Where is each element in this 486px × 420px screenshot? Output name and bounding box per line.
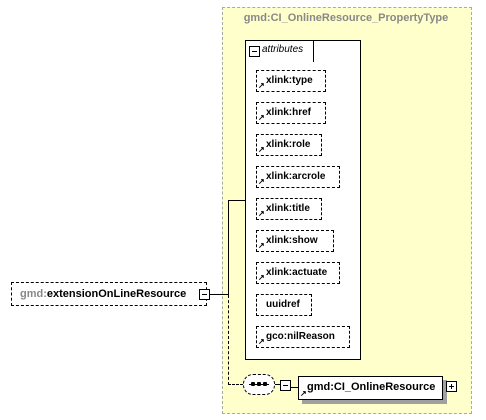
attribute-label: uuidref: [266, 299, 300, 310]
collapse-attributes-icon[interactable]: [249, 46, 260, 57]
attribute-xlink-role[interactable]: xlink:role ↗: [256, 134, 322, 156]
connector-attributes-in: [228, 200, 245, 201]
attribute-label: gco:nilReason: [266, 331, 335, 342]
attribute-label: xlink:actuate: [266, 267, 328, 278]
element-name: extensionOnLineResource: [46, 288, 187, 300]
attribute-xlink-type[interactable]: xlink:type ↗: [256, 70, 326, 92]
reference-arrow-icon: ↗: [300, 389, 307, 398]
reference-arrow-icon: ↗: [258, 337, 265, 346]
attribute-xlink-title[interactable]: xlink:title ↗: [256, 198, 322, 220]
attribute-xlink-show[interactable]: xlink:show ↗: [256, 230, 334, 252]
attribute-label: xlink:role: [266, 139, 311, 150]
reference-arrow-icon: ↗: [258, 241, 265, 250]
connector-sequence-in: [228, 384, 243, 385]
connector-sequence-vertical: [228, 295, 229, 385]
attributes-group-title: attributes: [262, 44, 304, 55]
sequence-dot-icon: [251, 382, 255, 386]
reference-arrow-icon: ↗: [258, 145, 265, 154]
element-namespace-prefix: gmd:: [20, 288, 47, 300]
attribute-uuidref[interactable]: uuidref: [256, 294, 312, 316]
element-extension-online-resource[interactable]: gmd:extensionOnLineResource: [11, 282, 207, 306]
complex-type-title: gmd:CI_OnlineResource_PropertyType: [243, 12, 449, 24]
child-element-label: gmd:CI_OnlineResource: [307, 381, 436, 393]
reference-arrow-icon: ↗: [258, 81, 265, 90]
collapse-element-icon[interactable]: [199, 289, 210, 300]
attribute-xlink-actuate[interactable]: xlink:actuate ↗: [256, 262, 340, 284]
expand-child-icon[interactable]: [446, 381, 457, 392]
attribute-label: xlink:href: [266, 107, 312, 118]
connector-sequence-out: [275, 384, 282, 385]
attribute-gco-nilreason[interactable]: gco:nilReason ↗: [256, 326, 350, 348]
attribute-label: xlink:arcrole: [266, 171, 326, 182]
sequence-dot-icon: [263, 382, 267, 386]
attribute-label: xlink:type: [266, 75, 313, 86]
sequence-dot-icon: [257, 382, 261, 386]
connector-attributes-vertical: [228, 200, 229, 295]
child-element-ci-onlineresource[interactable]: gmd:CI_OnlineResource ↗: [298, 376, 443, 400]
connector-child-in: [290, 387, 298, 388]
attribute-label: xlink:title: [266, 203, 310, 214]
attribute-xlink-arcrole[interactable]: xlink:arcrole ↗: [256, 166, 340, 188]
collapse-sequence-icon[interactable]: [280, 380, 291, 391]
reference-arrow-icon: ↗: [258, 177, 265, 186]
reference-arrow-icon: ↗: [258, 209, 265, 218]
reference-arrow-icon: ↗: [258, 273, 265, 282]
connector-element-out: [210, 294, 229, 295]
reference-arrow-icon: ↗: [258, 113, 265, 122]
attribute-label: xlink:show: [266, 235, 318, 246]
attribute-xlink-href[interactable]: xlink:href ↗: [256, 102, 326, 124]
attributes-group-tab: [245, 40, 314, 62]
